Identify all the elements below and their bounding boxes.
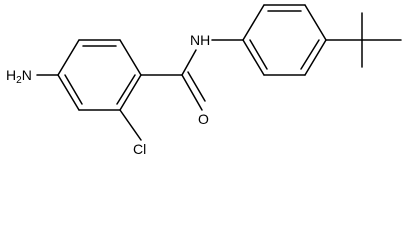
bond: [242, 4, 265, 41]
chemical-structure: H2N NH O Cl: [6, 4, 402, 155]
bond: [119, 39, 142, 76]
bond: [304, 4, 327, 41]
bond: [242, 39, 265, 76]
amine-label: H2N: [6, 67, 32, 86]
carbonyl-double-bond: [187, 71, 206, 102]
amide-bond: [181, 49, 197, 76]
carbonyl-bond: [181, 74, 203, 111]
tert-butylphenyl-ring: [242, 4, 327, 76]
chlorine-label: Cl: [133, 141, 146, 155]
double-bond-inner: [116, 74, 136, 105]
bond: [57, 39, 80, 76]
amide-nh-label: NH: [190, 32, 210, 48]
double-bond-inner: [300, 39, 320, 70]
double-bond-inner: [249, 39, 268, 70]
carbonyl-oxygen-label: O: [198, 111, 209, 127]
chloro-bond: [119, 109, 142, 141]
double-bond-inner: [64, 74, 83, 105]
bond: [57, 74, 80, 111]
aniline-ring: [57, 39, 142, 111]
bond: [119, 74, 142, 111]
bond: [304, 39, 327, 76]
